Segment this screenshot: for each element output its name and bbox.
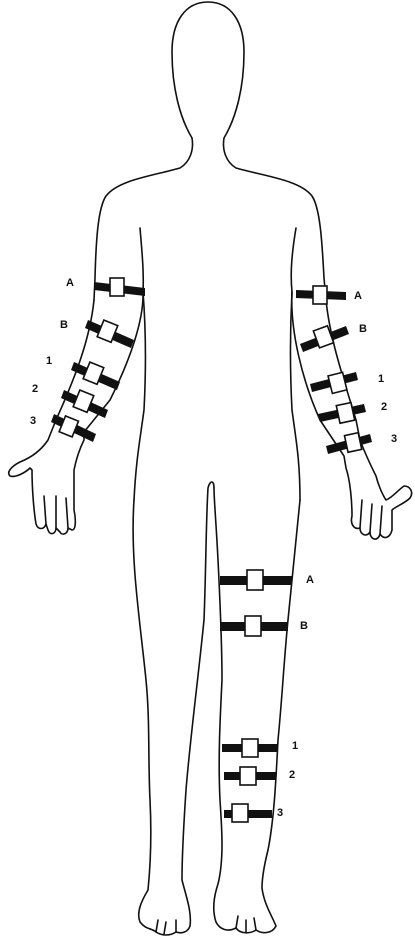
electrode-pad [232,804,248,822]
label-left-arm-b: B [359,324,367,335]
right-leg-outline [133,482,214,935]
leg-band-a [220,570,292,590]
left-leg-outline [214,488,300,933]
electrode-pad [240,767,256,785]
right-foot-toes [156,920,176,934]
right-arm-band-3 [51,414,96,442]
leg-band-3 [224,804,272,822]
label-left-arm-2: 2 [381,402,387,413]
label-right-arm-3: 3 [30,416,36,427]
electrode-pad [328,372,347,393]
left-arm-band-a [296,286,346,304]
right-arm-band-a [94,278,145,296]
label-leg-2: 2 [289,770,295,781]
right-arm-band-b [85,320,134,348]
leg-band-2 [224,767,276,785]
label-right-arm-2: 2 [32,384,38,395]
leg-band-b [220,616,288,636]
label-leg-1: 1 [292,741,298,752]
electrode-pad [242,739,258,757]
label-right-arm-a: A [66,278,74,289]
left-arm-band-1 [310,372,358,393]
label-right-arm-1: 1 [46,356,52,367]
electrode-pad [336,403,354,424]
label-left-arm-1: 1 [378,374,384,385]
left-arm-band-2 [318,403,366,424]
label-left-arm-3: 3 [391,434,397,445]
left-arm-band-b [300,326,349,352]
electrode-pad [247,570,263,590]
right-arm-band-1 [71,362,120,390]
label-leg-a: A [306,575,314,586]
electrode-pad [344,433,361,453]
label-left-arm-a: A [354,291,362,302]
left-arm-electrodes [296,286,372,454]
label-right-arm-b: B [60,320,68,331]
right-arm-band-2 [61,390,108,418]
leg-band-1 [222,739,278,757]
label-leg-b: B [300,621,308,632]
right-arm-electrodes [51,278,145,442]
right-arm-outline [9,292,143,534]
label-leg-3: 3 [277,808,283,819]
electrode-pad [245,616,261,636]
right-hand-fingers [44,496,68,528]
head-torso-outline [94,2,326,300]
body-outline [9,2,412,935]
left-hand-fingers [360,500,382,534]
electrode-pad [110,278,124,296]
electrode-pad [313,286,327,304]
left-foot-toes [236,916,256,932]
torso-sides [134,228,300,500]
